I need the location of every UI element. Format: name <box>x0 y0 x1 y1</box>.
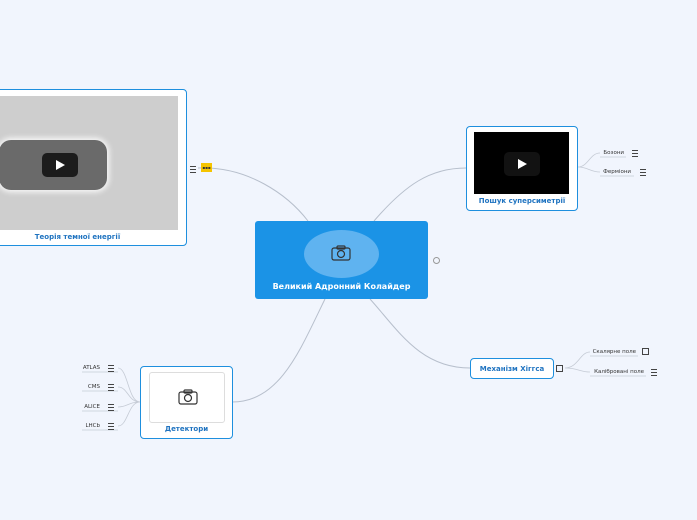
video-thumbnail[interactable] <box>0 96 178 230</box>
notes-menu-icon[interactable] <box>108 423 114 430</box>
leaf-bosons[interactable]: Бозони <box>603 150 624 156</box>
topic-supersymmetry[interactable]: Пошук суперсиметрії <box>466 126 578 211</box>
external-link-icon[interactable] <box>556 365 563 372</box>
link-higgs <box>369 298 471 369</box>
central-topic-title: Великий Адронний Колайдер <box>272 282 411 291</box>
leaf-lhcb[interactable]: LHCb <box>85 423 100 429</box>
add-topic-handle-icon[interactable] <box>433 257 440 264</box>
topic-label: Детектори <box>164 425 209 433</box>
link-higgs-children <box>564 351 591 373</box>
notes-menu-icon[interactable] <box>108 384 114 391</box>
attachment-badge-icon[interactable]: ▪▪▪ <box>201 163 212 172</box>
leaf-alice[interactable]: ALICE <box>84 404 100 410</box>
topic-dark-energy[interactable]: Теорія темної енергії <box>0 89 187 246</box>
link-detectors <box>231 298 326 403</box>
notes-menu-icon[interactable] <box>190 166 196 173</box>
camera-icon <box>331 245 351 261</box>
topic-label: Теорія темної енергії <box>34 233 121 241</box>
external-link-icon[interactable] <box>642 348 649 355</box>
play-button-icon[interactable] <box>42 153 78 177</box>
leaf-underlines-right-bottom <box>590 355 646 377</box>
topic-label: Механізм Хіггса <box>479 365 545 373</box>
leaf-gauge-field[interactable]: Калібровані поле <box>594 369 644 375</box>
link-detectors-children <box>117 367 141 427</box>
video-thumbnail[interactable] <box>474 132 569 194</box>
central-image-placeholder <box>304 230 379 278</box>
leaf-fermions[interactable]: Ферміони <box>603 169 631 175</box>
camera-icon <box>178 389 198 405</box>
leaf-underlines-left <box>82 371 118 431</box>
link-supersymmetry-children <box>577 152 601 173</box>
topic-higgs[interactable]: Механізм Хіггса <box>470 358 554 379</box>
link-dark-energy <box>197 167 309 222</box>
play-button-icon[interactable] <box>504 152 540 176</box>
central-topic[interactable]: Великий Адронний Колайдер <box>255 221 428 299</box>
leaf-underlines-right-top <box>600 156 634 177</box>
notes-menu-icon[interactable] <box>632 150 638 157</box>
notes-menu-icon[interactable] <box>108 365 114 372</box>
link-supersymmetry <box>373 167 467 222</box>
topic-label: Пошук суперсиметрії <box>478 197 566 205</box>
notes-menu-icon[interactable] <box>108 404 114 411</box>
notes-menu-icon[interactable] <box>640 169 646 176</box>
topic-detectors[interactable]: Детектори <box>140 366 233 439</box>
leaf-scalar-field[interactable]: Скалярне поле <box>592 349 636 355</box>
notes-menu-icon[interactable] <box>651 369 657 376</box>
leaf-cms[interactable]: CMS <box>87 384 100 390</box>
leaf-atlas[interactable]: ATLAS <box>82 365 100 371</box>
image-placeholder <box>149 372 225 423</box>
